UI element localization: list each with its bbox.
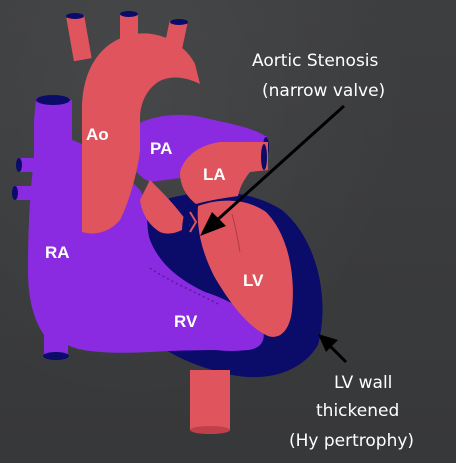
aorta-branch-2-cap xyxy=(120,11,138,17)
wall-line-2: thickened xyxy=(316,401,399,421)
pulmonary-vein xyxy=(236,144,264,170)
stenosis-title: Aortic Stenosis xyxy=(252,51,379,71)
aorta-branch-3-cap xyxy=(170,19,188,25)
label-pa: PA xyxy=(150,139,172,158)
wall-line-3: (Hy pertrophy) xyxy=(289,431,414,451)
aorta-branch-2 xyxy=(120,14,138,40)
descending-aorta xyxy=(190,370,230,430)
label-ao: Ao xyxy=(86,125,109,144)
label-ra: RA xyxy=(45,243,70,262)
pulmonary-vein-cap xyxy=(261,144,267,170)
label-lv: LV xyxy=(243,271,264,290)
label-la: LA xyxy=(203,165,226,184)
vein-stub-1-cap xyxy=(16,158,22,172)
vein-stub-2-cap xyxy=(12,186,18,200)
aorta-branch-1-cap xyxy=(66,13,84,19)
wall-line-1: LV wall xyxy=(334,373,392,393)
descending-aorta-cap xyxy=(190,426,230,434)
label-rv: RV xyxy=(174,312,198,331)
svc-cap xyxy=(36,95,70,105)
stenosis-subtitle: (narrow valve) xyxy=(262,81,385,101)
aorta-branch-1 xyxy=(66,15,91,61)
ivc-cap xyxy=(43,352,69,360)
